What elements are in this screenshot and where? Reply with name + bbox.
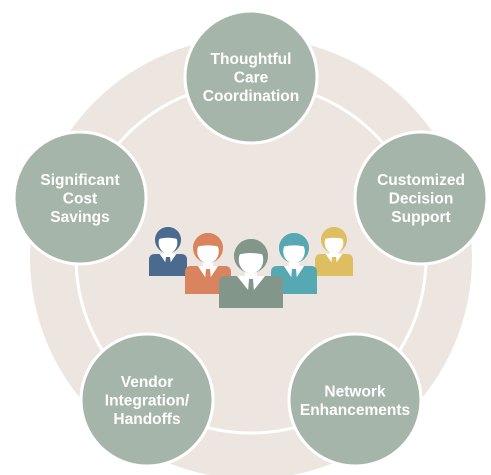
person-yellow-icon: [315, 227, 353, 276]
node-label-line: Cost: [63, 191, 97, 208]
node-label-line: Enhancements: [300, 402, 410, 419]
people-group: [149, 227, 353, 308]
node-label-line: Thoughtful: [211, 51, 292, 68]
nodes-group: ThoughtfulCareCoordinationCustomizedDeci…: [12, 9, 489, 468]
node-label-line: Network: [324, 383, 386, 400]
person-navy-icon: [149, 227, 187, 276]
node-label-line: Care: [234, 70, 269, 87]
node-circle: [12, 130, 148, 266]
node-label-line: Vendor: [121, 374, 174, 391]
person-tie: [331, 257, 337, 268]
node-label-line: Coordination: [203, 88, 299, 105]
person-hair-top: [193, 233, 223, 248]
person-hair-top: [234, 239, 268, 256]
node-circle: [79, 332, 215, 468]
person-tie: [205, 269, 211, 283]
node-circle: [287, 332, 423, 468]
node-label-line: Integration/: [105, 393, 190, 410]
node-circle: [183, 9, 319, 145]
person-tie: [248, 279, 254, 296]
person-gray-icon: [219, 239, 283, 308]
node-label-line: Customized: [377, 172, 465, 189]
node-circle: [353, 130, 489, 266]
person-hair-top: [321, 227, 347, 240]
person-hair-top: [155, 227, 181, 240]
node-label-line: Support: [391, 209, 450, 226]
person-tie: [291, 269, 297, 283]
person-tie: [165, 257, 171, 268]
node-label-line: Significant: [40, 172, 119, 189]
node-label-line: Savings: [50, 209, 109, 226]
person-orange-icon: [185, 233, 231, 294]
node-label-line: Decision: [389, 191, 454, 208]
person-hair-top: [279, 233, 309, 248]
node-label-line: Handoffs: [113, 411, 180, 428]
